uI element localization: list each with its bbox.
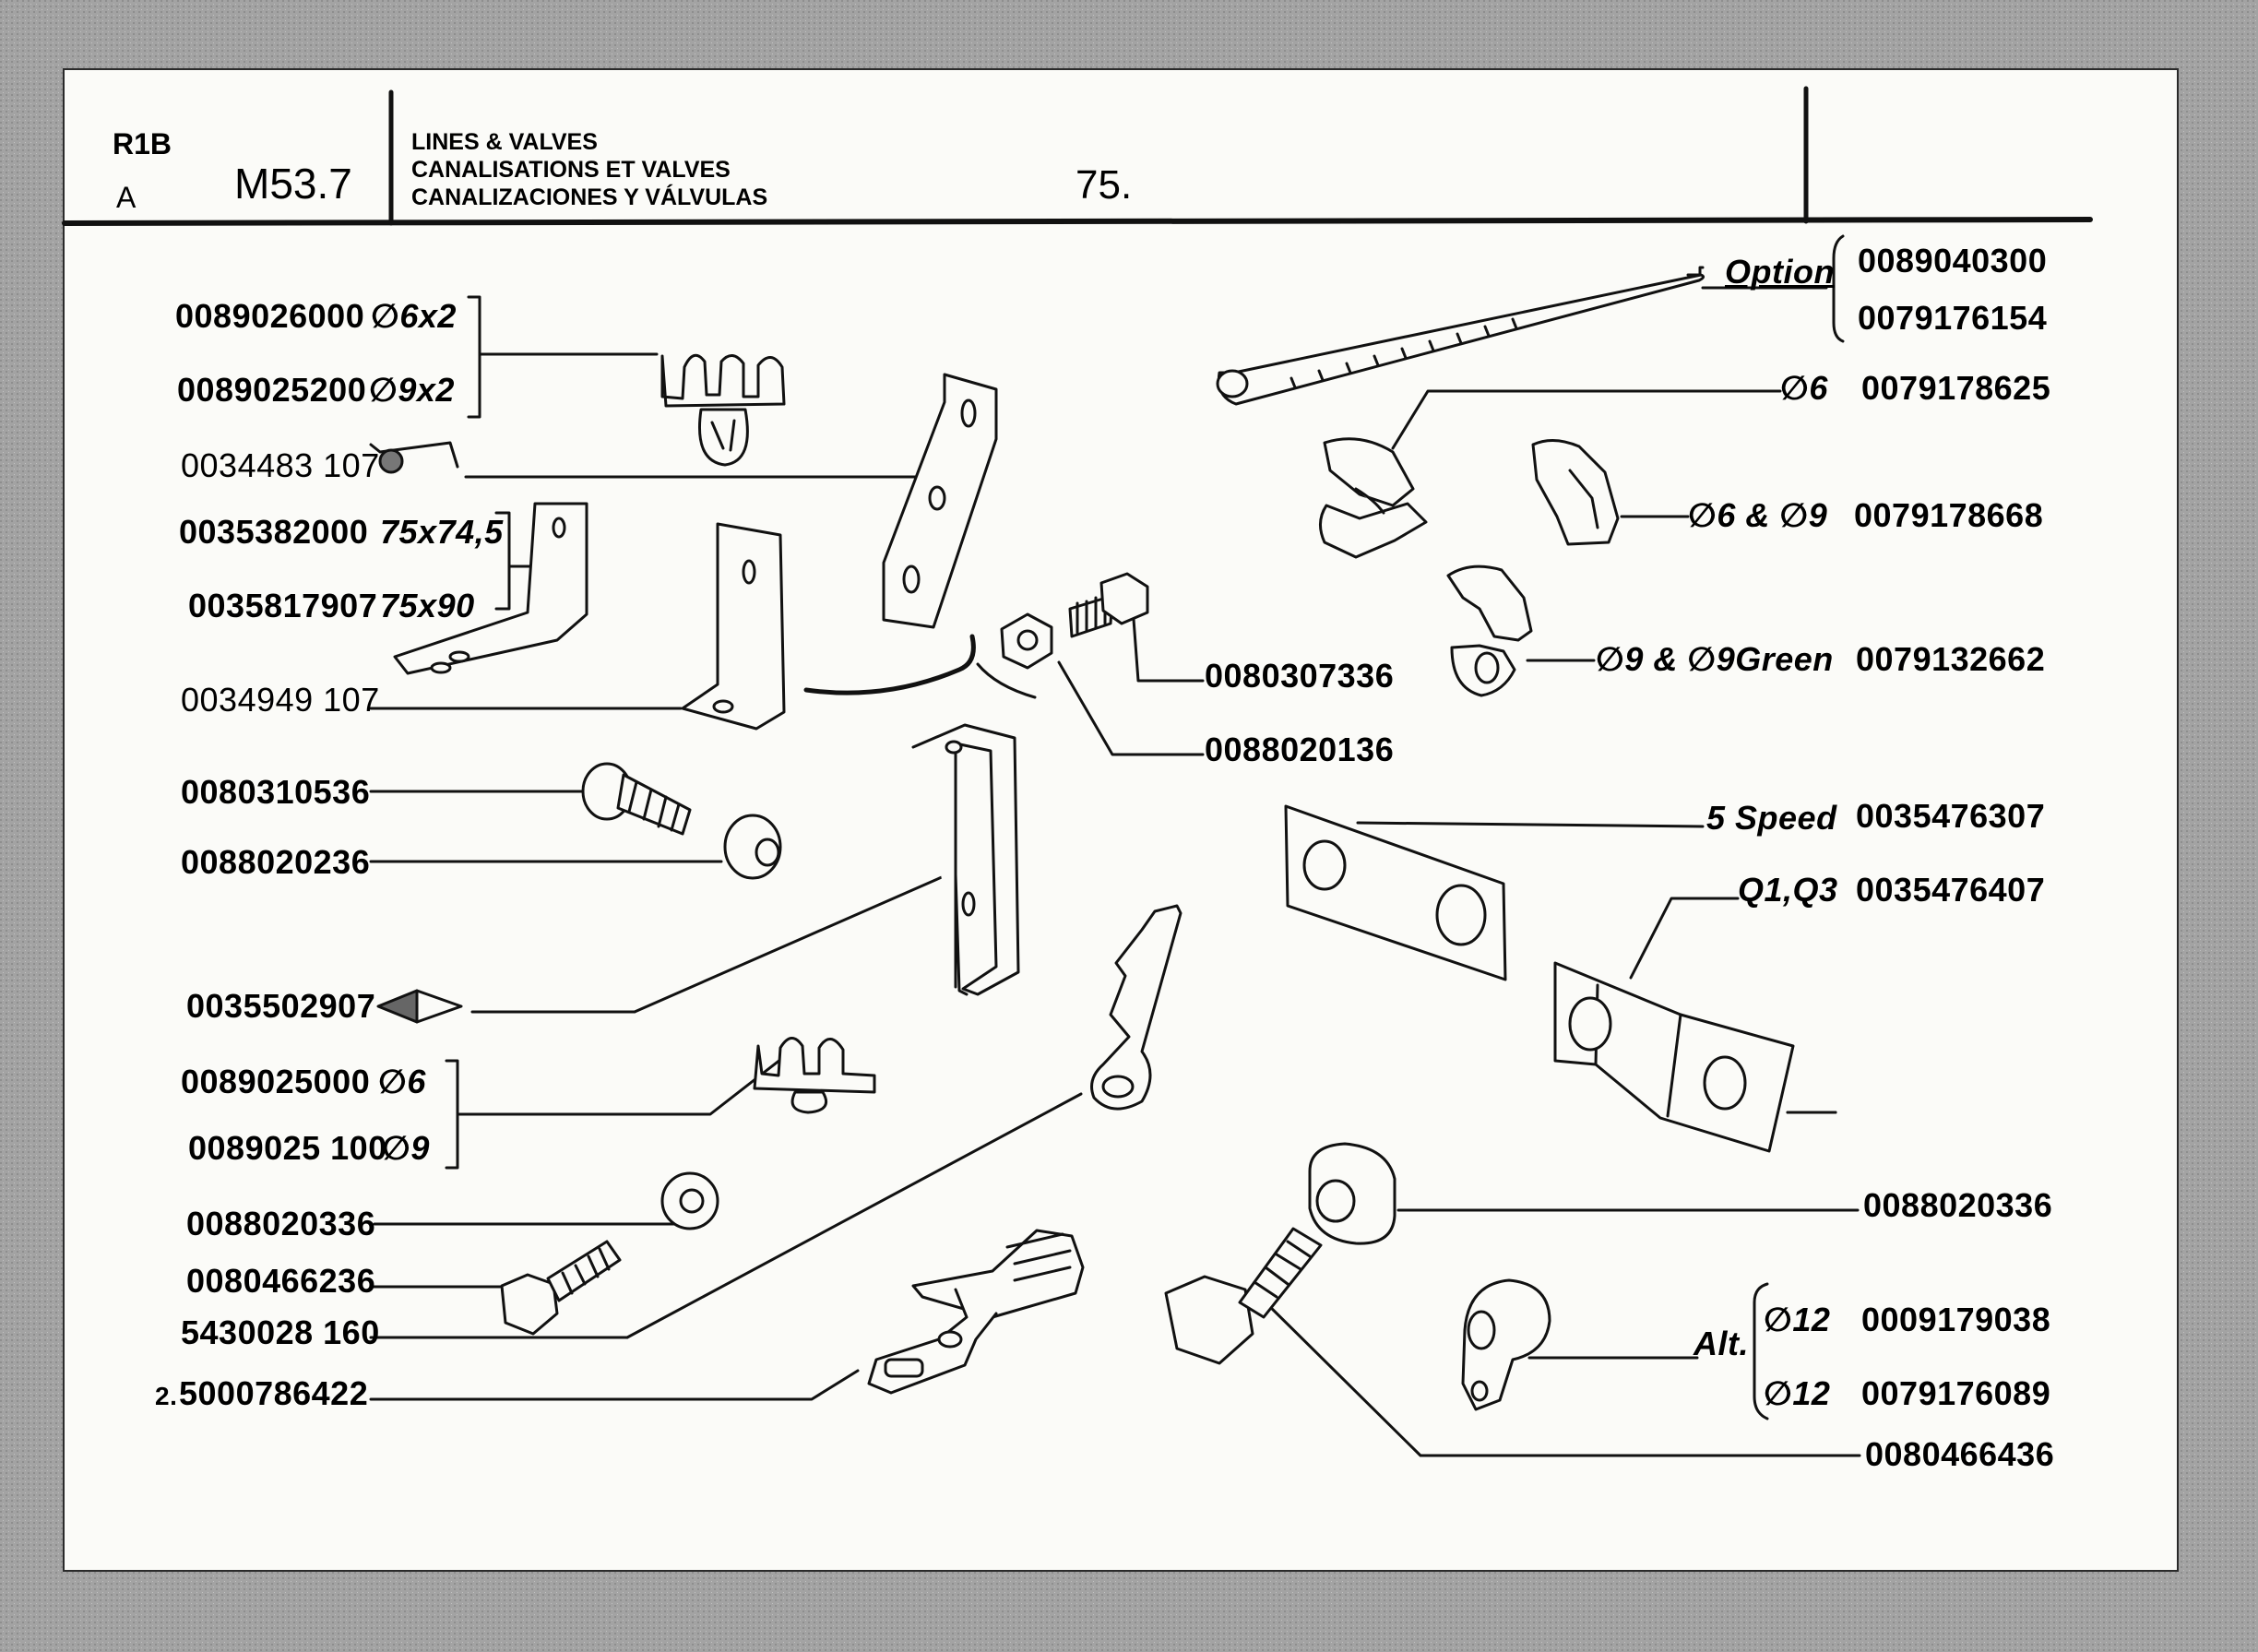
label-size-75x90: 75x90: [380, 587, 475, 624]
part-clip-double-right-a: [1320, 439, 1426, 557]
part-nut-right: [1310, 1144, 1395, 1243]
title-french: CANALISATIONS ET VALVES: [411, 157, 731, 183]
label-0088020136: 0088020136: [1205, 731, 1395, 768]
label-0079176089: 0079176089: [1861, 1374, 2051, 1412]
part-nut-lower: [662, 1173, 718, 1229]
part-angle-bracket-tall: [683, 524, 784, 729]
part-spring-clip: [869, 1230, 1083, 1393]
title-spanish: CANALIZACIONES Y VÁLVULAS: [411, 184, 768, 210]
part-nut-left: [725, 815, 780, 878]
right-leader-lines: [1262, 236, 1860, 1456]
label-0089025100: 0089025 100: [188, 1129, 387, 1167]
part-bracket-arm: [1092, 906, 1181, 1109]
label-0035817907: 0035817907: [188, 587, 378, 624]
label-size-6-and-9: ∅6 & ∅9: [1688, 496, 1828, 534]
part-curved-pipe: [806, 636, 1035, 697]
label-0035476407: 0035476407: [1856, 871, 2046, 909]
part-circle-marker-left: [371, 443, 458, 472]
part-double-clip-lower: [755, 1038, 874, 1112]
label-0080307336: 0080307336: [1205, 657, 1395, 695]
part-z-bracket-lower: [913, 725, 1018, 994]
header-rules: [65, 89, 2090, 223]
left-leader-lines: [371, 297, 1081, 1399]
label-q1-q3: Q1,Q3: [1738, 871, 1838, 909]
part-bolt-lower: [502, 1242, 620, 1334]
label-0035382000: 0035382000: [179, 513, 369, 551]
label-5430028160: 5430028 160: [181, 1313, 380, 1351]
part-clip-right-b: [1533, 440, 1618, 544]
part-bolt-right: [1166, 1229, 1321, 1363]
label-size-9-and-9-green: ∅9 & ∅9Green: [1596, 640, 1834, 678]
label-size-9x2: ∅9x2: [369, 371, 455, 409]
part-plate-q1q3: [1555, 963, 1793, 1151]
part-hex-nut-center: [1002, 614, 1052, 668]
label-size-75x745: 75x74,5: [380, 513, 504, 551]
label-0089025000: 0089025000: [181, 1063, 371, 1100]
section-code: M53.7: [234, 160, 352, 208]
label-0089040300: 0089040300: [1858, 242, 2048, 279]
label-0035502907: 0035502907: [186, 987, 376, 1025]
label-0088020236: 0088020236: [181, 843, 371, 881]
variant-code: A: [116, 181, 137, 214]
label-0034483107: 0034483 107: [181, 446, 380, 484]
label-size-6x2: ∅6x2: [371, 297, 457, 335]
label-size-12-b: ∅12: [1764, 1374, 1831, 1412]
part-p-clip-alt: [1463, 1280, 1550, 1409]
label-0009179038: 0009179038: [1861, 1301, 2051, 1338]
label-0088020336-left: 0088020336: [186, 1205, 376, 1242]
label-0088020336-right: 0088020336: [1863, 1186, 2053, 1224]
parts-sheet: [65, 70, 2177, 1570]
label-0079178668: 0079178668: [1854, 496, 2044, 534]
part-bolt-small-left: [583, 764, 690, 834]
label-0089025200: 0089025200: [177, 371, 367, 409]
label-size-12-a: ∅12: [1764, 1301, 1831, 1338]
label-5000786422: 5000786422: [179, 1374, 369, 1412]
label-5-speed: 5 Speed: [1706, 799, 1837, 837]
label-alt: Alt.: [1694, 1325, 1749, 1362]
part-z-bracket: [884, 374, 996, 627]
label-0035476307: 0035476307: [1856, 797, 2046, 835]
label-quantity-2: 2.: [155, 1382, 178, 1410]
part-clip-right-c: [1448, 566, 1531, 695]
title-english: LINES & VALVES: [411, 129, 598, 155]
label-0089026000: 0089026000: [175, 297, 365, 335]
part-bolt-center: [1070, 574, 1147, 636]
label-0079176154: 0079176154: [1858, 299, 2048, 337]
center-leader-lines: [1059, 607, 1203, 755]
part-double-clip-top: [662, 355, 784, 465]
label-0079178625: 0079178625: [1861, 369, 2051, 407]
part-angle-bracket-small: [395, 504, 587, 673]
page-number: 75.: [1076, 162, 1133, 208]
part-cable-tie: [1218, 275, 1704, 404]
model-code: R1B: [113, 127, 172, 160]
label-size-6: ∅6: [378, 1063, 426, 1100]
label-0079132662: 0079132662: [1856, 640, 2046, 678]
label-0080466236: 0080466236: [186, 1262, 376, 1300]
label-size-9: ∅9: [382, 1129, 430, 1167]
label-size-6-right: ∅6: [1780, 369, 1828, 407]
label-0080466436: 0080466436: [1865, 1435, 2055, 1473]
label-option: Option: [1725, 253, 1835, 291]
label-0034949107: 0034949 107: [181, 681, 380, 719]
part-plate-5speed: [1286, 806, 1505, 980]
part-triangle-marker-left: [378, 991, 461, 1022]
label-0080310536: 0080310536: [181, 773, 371, 811]
